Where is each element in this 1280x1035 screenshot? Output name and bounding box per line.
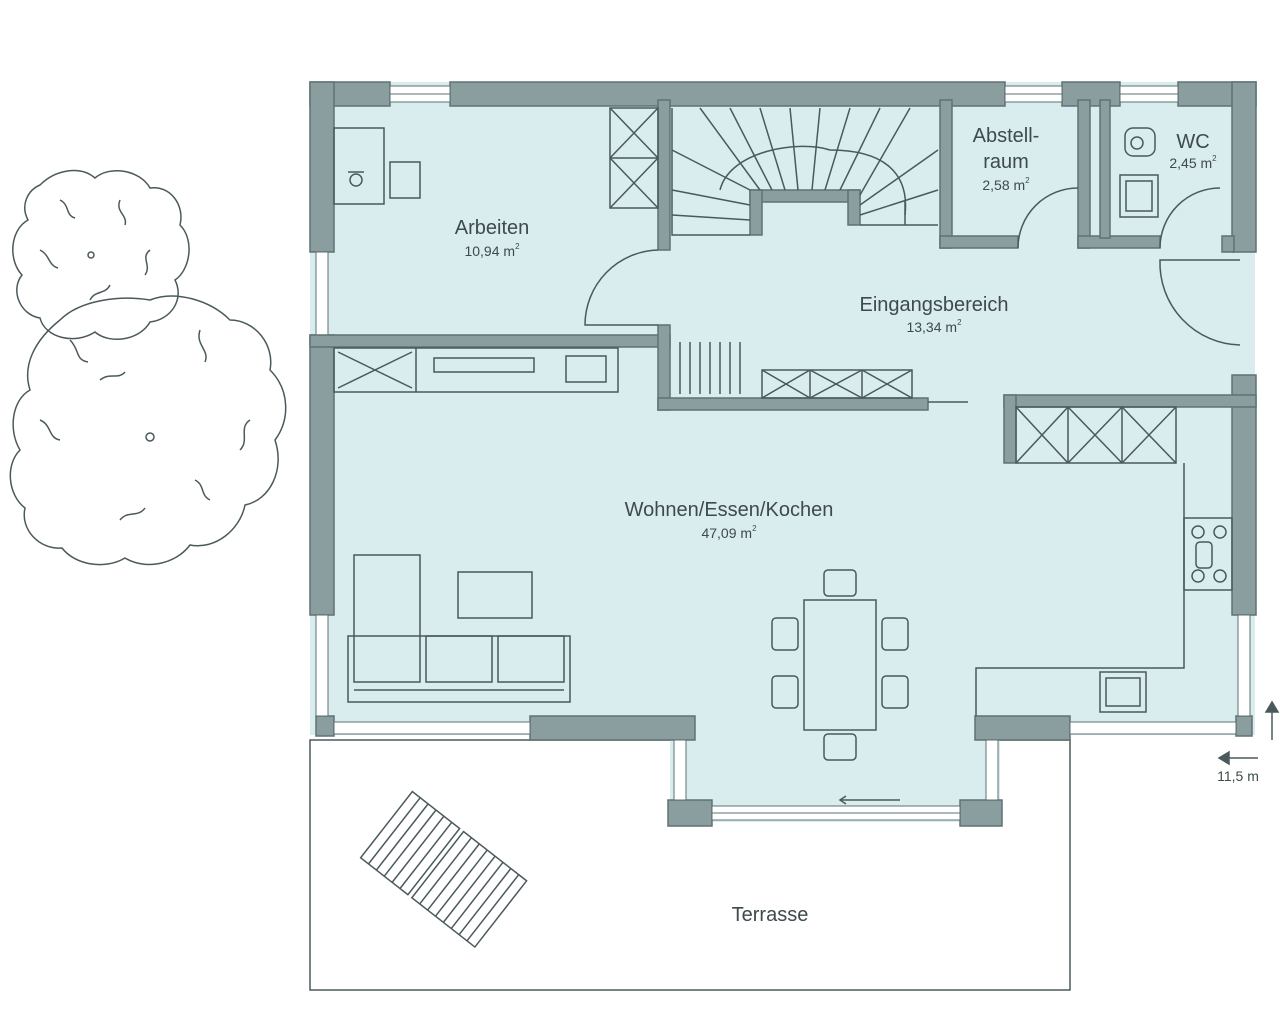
room-label-eingang: Eingangsbereich bbox=[860, 294, 1009, 316]
tree-icon bbox=[9, 169, 287, 566]
fixtures bbox=[333, 107, 1241, 949]
room-label-wc: WC bbox=[1176, 131, 1209, 153]
room-label-abstellraum-1: Abstell- bbox=[973, 125, 1040, 147]
room-area-wc: 2,45 m2 bbox=[1169, 154, 1217, 171]
room-label-terrasse: Terrasse bbox=[732, 904, 809, 926]
dimension-label: 11,5 m bbox=[1217, 768, 1259, 784]
windows bbox=[315, 85, 1251, 821]
room-label-abstellraum-2: raum bbox=[983, 151, 1029, 173]
room-area-arbeiten: 10,94 m2 bbox=[464, 242, 520, 259]
room-area-wohnen: 47,09 m2 bbox=[701, 524, 757, 541]
interior-floor bbox=[310, 82, 1255, 822]
north-arrow-icon bbox=[1217, 700, 1280, 766]
room-label-arbeiten: Arbeiten bbox=[455, 217, 530, 239]
room-label-wohnen: Wohnen/Essen/Kochen bbox=[625, 499, 834, 521]
room-area-eingang: 13,34 m2 bbox=[906, 318, 962, 335]
room-area-abstellraum: 2,58 m2 bbox=[982, 176, 1030, 193]
